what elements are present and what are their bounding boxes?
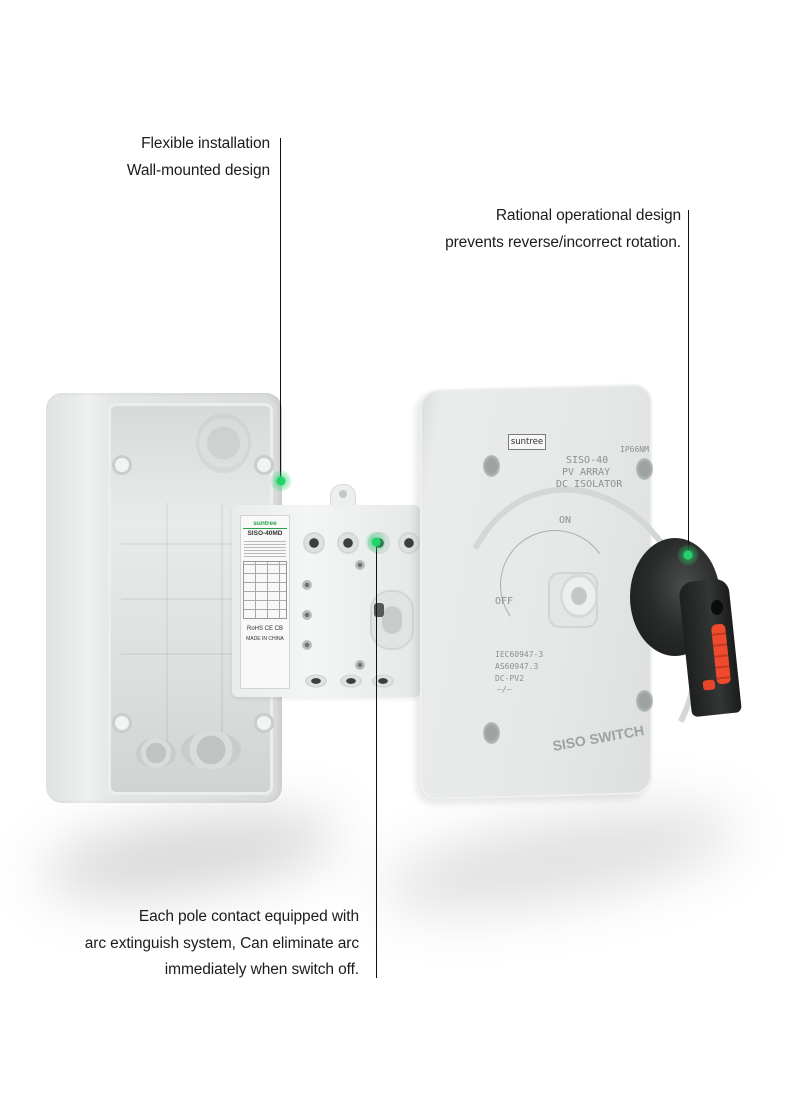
leader-line-rotation: [688, 210, 689, 555]
callout-arc-line-3: immediately when switch off.: [164, 961, 359, 978]
enclosure-rib: [121, 543, 251, 545]
on-position-label: ON: [559, 515, 572, 526]
floor-shadow-left: [36, 799, 344, 911]
module-label-certs: RoHS CE CB: [246, 626, 283, 632]
module-cam-socket: [370, 590, 414, 650]
terminal-hole: [337, 532, 359, 554]
terminal-hole: [303, 532, 325, 554]
cable-gland-hole: [181, 731, 241, 769]
module-rating-label: suntree SISO-40MD RoHS CE CB MADE IN CHI…: [240, 515, 290, 689]
terminal-hole: [340, 674, 362, 688]
standard-iec: IEC60947-3: [495, 650, 544, 659]
hotspot-installation[interactable]: [270, 470, 292, 492]
enclosure-rib: [121, 653, 251, 655]
callout-arc-line-2: arc extinguish system, Can eliminate arc: [84, 934, 359, 952]
module-label-model: SISO-40MD: [247, 530, 283, 537]
standard-dc-pv2: DC-PV2: [495, 674, 524, 683]
callout-rotation: Rational operational design prevents rev…: [445, 203, 681, 256]
hotspot-rotation[interactable]: [677, 544, 699, 566]
module-screw: [355, 560, 365, 570]
enclosure-rib: [121, 598, 251, 600]
cover-screw-hole: [483, 722, 500, 744]
callout-installation-line-2: Wall-mounted design: [126, 161, 270, 179]
handle-lock-slot: [702, 679, 716, 691]
model-line-1: SISO-40: [566, 455, 609, 466]
leader-line-arc: [376, 542, 377, 978]
model-line-3: DC ISOLATOR: [556, 479, 623, 490]
enclosure-rib: [221, 503, 223, 763]
callout-installation: Flexible installation Wall-mounted desig…: [127, 131, 270, 184]
module-mount-ear: [330, 484, 356, 508]
mounting-post: [254, 455, 274, 475]
module-screw: [302, 580, 312, 590]
cover-screw-hole: [483, 455, 500, 477]
callout-arc-line-1: Each pole contact equipped with: [138, 908, 359, 925]
terminal-hole: [398, 532, 420, 554]
padlock-hole: [711, 600, 723, 615]
terminal-hole: [305, 674, 327, 688]
mounting-post: [112, 455, 132, 475]
model-line-2: PV ARRAY: [562, 467, 611, 478]
mounting-post: [112, 713, 132, 733]
switch-symbol-icon: —/—: [497, 685, 512, 694]
terminal-hole: [372, 674, 394, 688]
leader-line-installation: [280, 138, 281, 482]
module-label-table: [243, 561, 287, 619]
module-screw: [302, 610, 312, 620]
callout-rotation-line-1: Rational operational design: [495, 207, 681, 224]
shaft-coupling: [560, 574, 598, 618]
callout-installation-line-1: Flexible installation: [141, 135, 270, 152]
module-label-brand: suntree: [243, 519, 287, 529]
hotspot-arc[interactable]: [365, 531, 387, 553]
knockout: [196, 413, 251, 473]
standard-as: AS60947.3: [495, 662, 539, 671]
ip-rating: IP66NM: [620, 445, 649, 454]
cable-gland-hole: [136, 738, 176, 768]
cover-screw-hole: [636, 458, 653, 480]
off-position-label: OFF: [495, 596, 514, 607]
brand-badge: suntree: [508, 434, 546, 450]
enclosure-rib: [166, 503, 168, 763]
callout-arc: Each pole contact equipped with arc exti…: [85, 904, 359, 984]
mounting-post: [254, 713, 274, 733]
module-shaft: [374, 603, 384, 617]
callout-rotation-line-2: prevents reverse/incorrect rotation.: [445, 233, 681, 251]
module-screw: [355, 660, 365, 670]
module-label-origin: MADE IN CHINA: [246, 636, 284, 642]
module-screw: [302, 640, 312, 650]
cover-screw-hole: [636, 690, 653, 712]
floor-shadow-right: [375, 789, 745, 931]
